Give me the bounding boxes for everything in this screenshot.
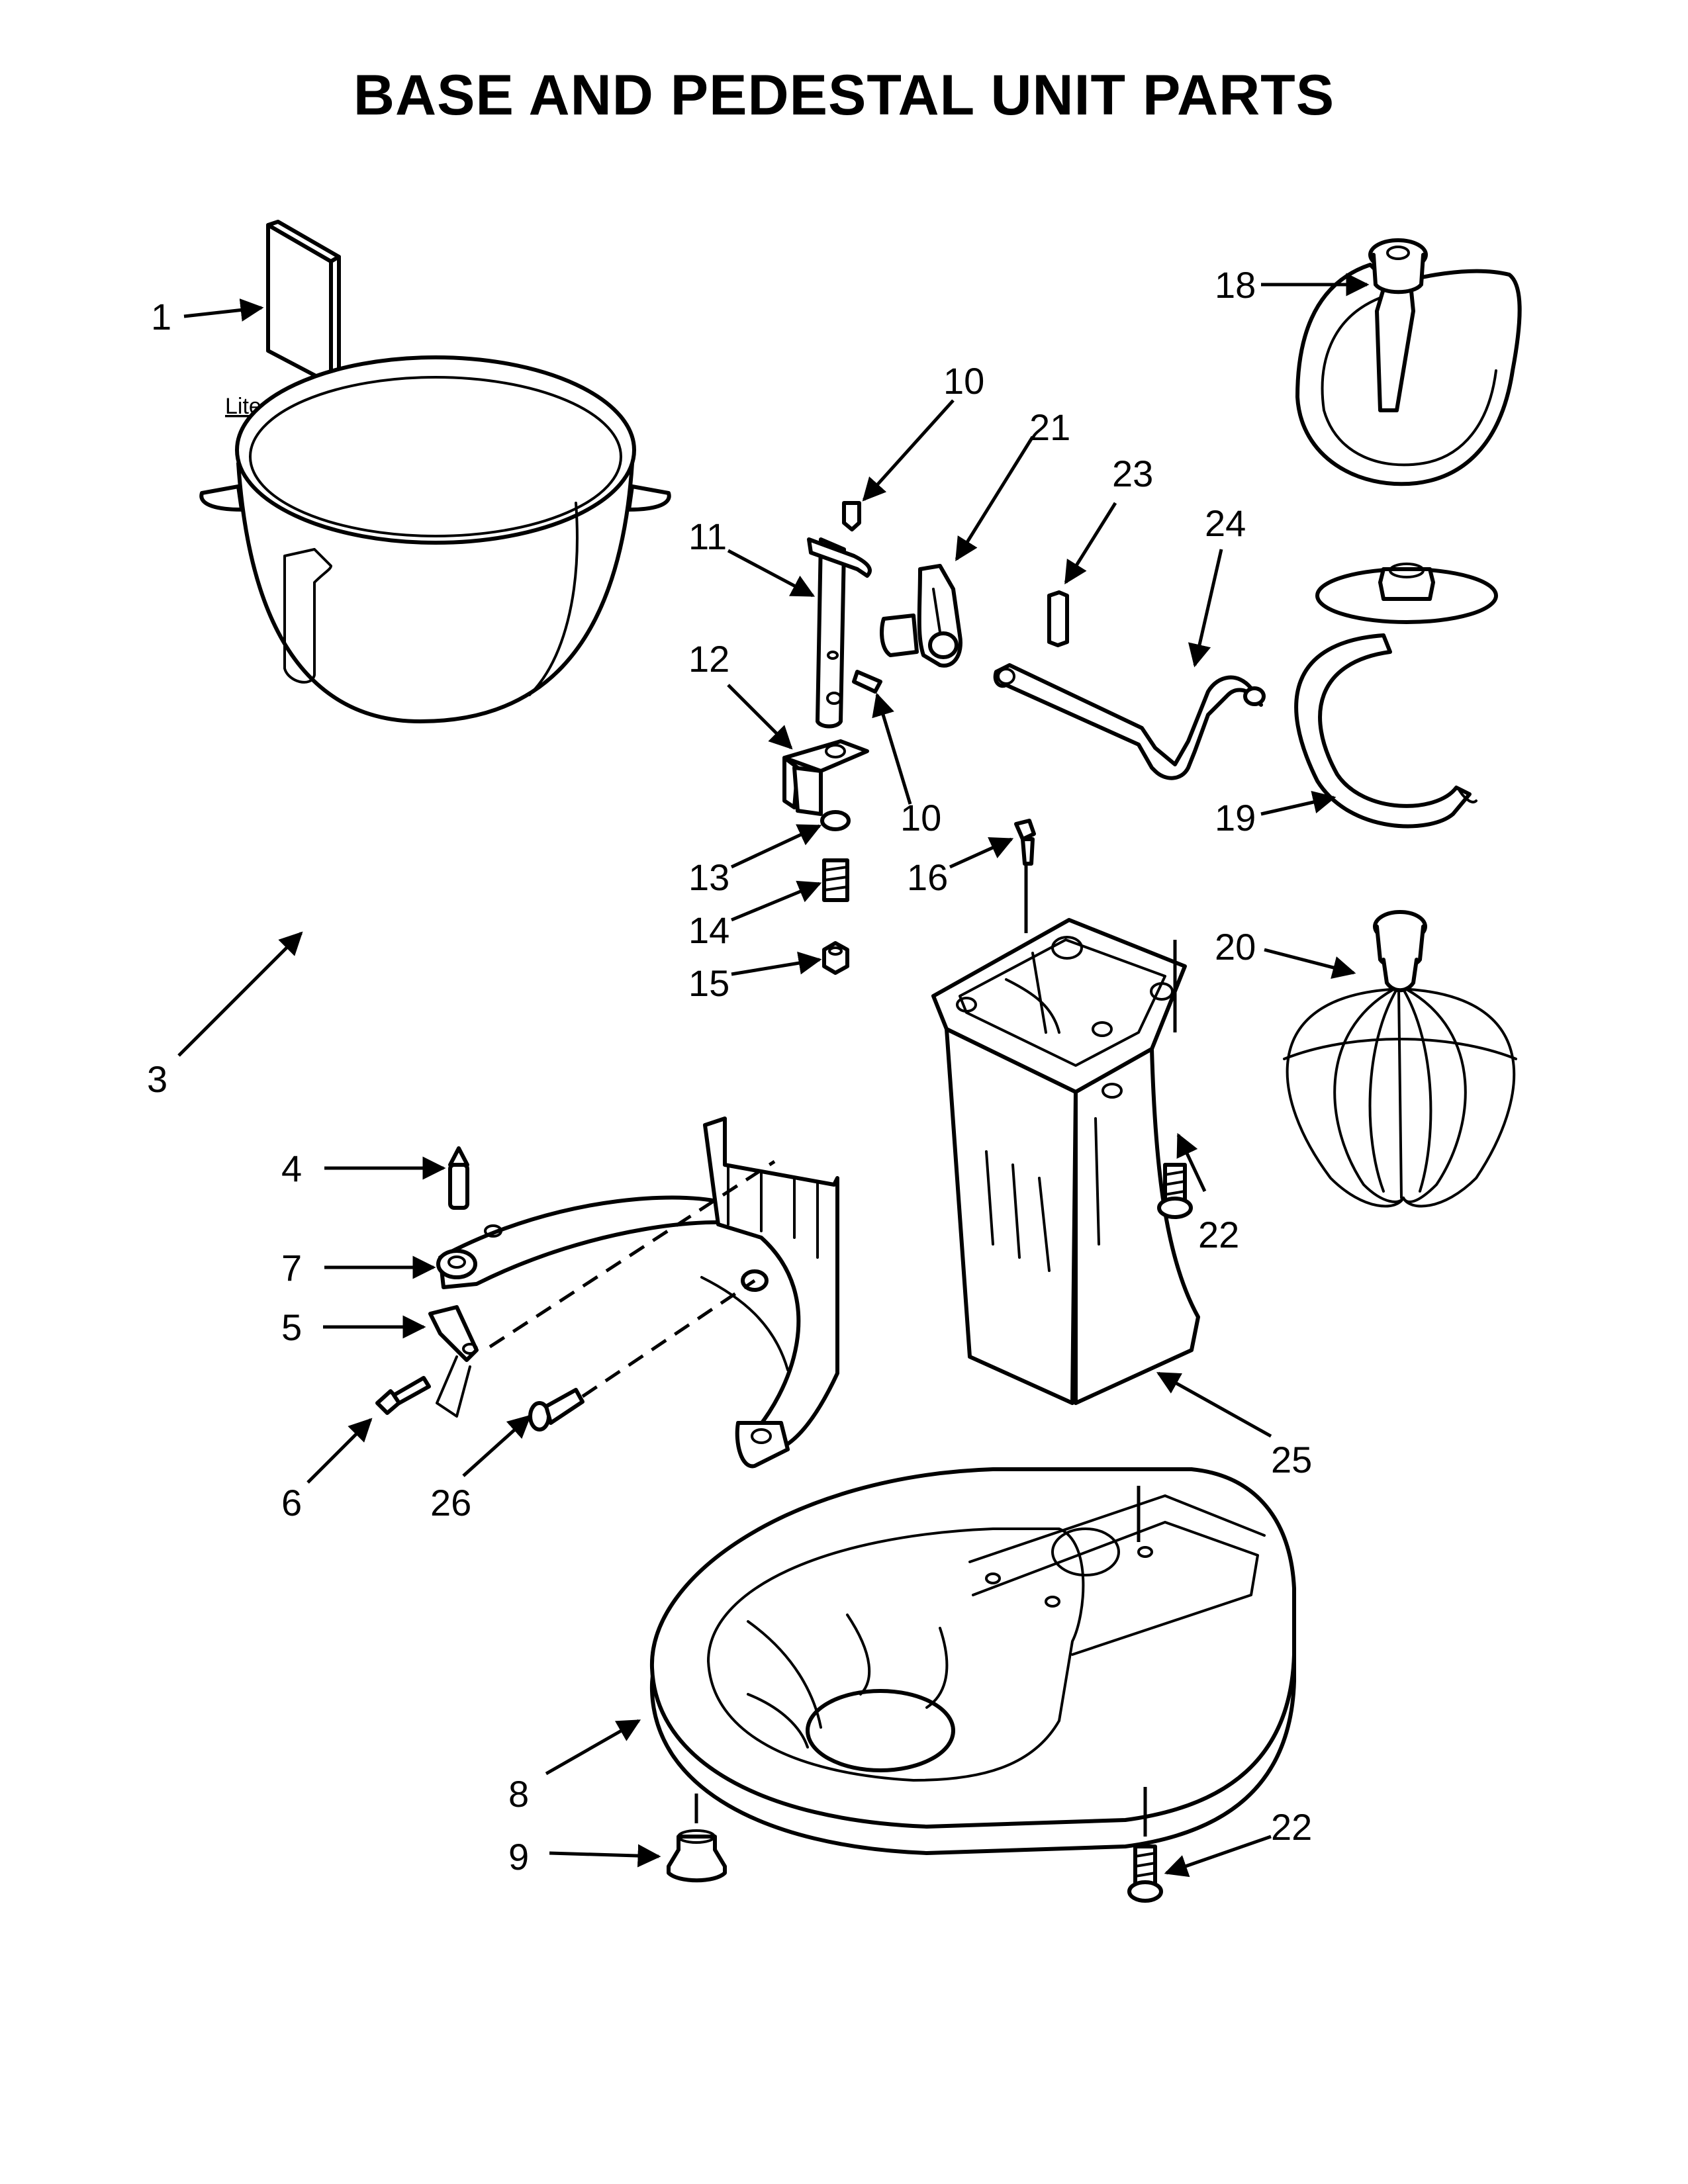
washer[interactable] [820,810,851,831]
pin-part-10-side[interactable] [852,670,882,694]
pedestal-column[interactable] [931,918,1200,1405]
spring[interactable] [822,858,849,902]
dough-hook[interactable] [1294,563,1498,829]
flat-beater[interactable] [1295,238,1522,486]
key[interactable] [1047,590,1069,647]
callout-12: 12 [688,638,729,680]
screw-part-22-upper[interactable] [1157,1163,1193,1219]
callout-13: 13 [688,856,729,898]
pin-part-4[interactable] [448,1146,469,1210]
mixing-bowl[interactable] [199,355,671,723]
callout-24: 24 [1205,502,1246,544]
callout-21: 21 [1029,406,1070,448]
crank-handle[interactable] [993,663,1266,780]
mixer-base[interactable] [649,1467,1296,1855]
callout-16: 16 [907,856,948,898]
screw-part-22-lower[interactable] [1127,1844,1163,1903]
lift-lever[interactable] [880,564,962,668]
callout-26: 26 [430,1482,471,1524]
callout-7: 7 [281,1247,302,1289]
screw-part-26[interactable] [528,1388,585,1432]
lift-rod[interactable] [807,537,872,729]
spring-clip[interactable] [428,1305,479,1418]
page-title: BASE AND PEDESTAL UNIT PARTS [353,64,1335,127]
rod-bracket[interactable] [782,739,869,816]
callout-4: 4 [281,1148,302,1189]
callout-5: 5 [281,1306,302,1348]
callout-9: 9 [508,1836,529,1878]
wire-whip[interactable] [1283,910,1517,1208]
callout-19: 19 [1215,797,1256,839]
pin-part-10-top[interactable] [842,501,861,531]
callout-8: 8 [508,1773,529,1815]
bowl-support-bracket[interactable] [436,1116,839,1469]
callout-10-top: 10 [943,360,984,402]
callout-22-lower: 22 [1271,1806,1312,1848]
callout-3: 3 [147,1058,167,1100]
callout-18: 18 [1215,264,1256,306]
nut[interactable] [822,941,849,975]
callout-15: 15 [688,962,729,1004]
callout-10-side: 10 [900,797,941,839]
callout-11: 11 [688,516,727,557]
callout-1: 1 [151,296,171,338]
literature-booklet[interactable] [266,220,341,386]
alignment-line-clip [489,1160,776,1349]
alignment-line-screw [581,1279,756,1398]
screw-part-16[interactable] [1014,819,1036,866]
callout-20: 20 [1215,926,1256,968]
rubber-foot[interactable] [667,1829,727,1883]
callout-23: 23 [1112,453,1153,494]
callout-6: 6 [281,1482,302,1524]
callout-22-upper: 22 [1198,1214,1239,1255]
screw-part-6[interactable] [375,1376,431,1415]
callout-25: 25 [1271,1439,1312,1480]
callout-14: 14 [688,909,729,951]
